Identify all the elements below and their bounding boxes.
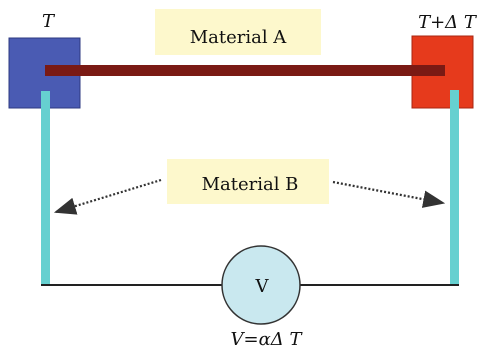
material-a-bar bbox=[45, 65, 445, 76]
voltmeter-circle bbox=[221, 245, 301, 325]
voltage-formula: V=αΔ T bbox=[231, 329, 304, 350]
material-b-arrow-right bbox=[332, 180, 446, 208]
cold-temperature-label: T bbox=[42, 11, 56, 32]
material-b-label: Material B bbox=[202, 174, 299, 195]
voltmeter-label: V bbox=[255, 276, 270, 297]
material-a-label-box bbox=[155, 9, 321, 55]
material-a-label: Material A bbox=[190, 27, 288, 48]
material-b-arrow-left bbox=[53, 178, 162, 215]
material-b-label-box bbox=[167, 159, 329, 204]
material-b-leg-left bbox=[41, 91, 50, 285]
hot-temperature-label: T+Δ T bbox=[418, 12, 478, 33]
material-b-leg-right bbox=[450, 90, 459, 285]
